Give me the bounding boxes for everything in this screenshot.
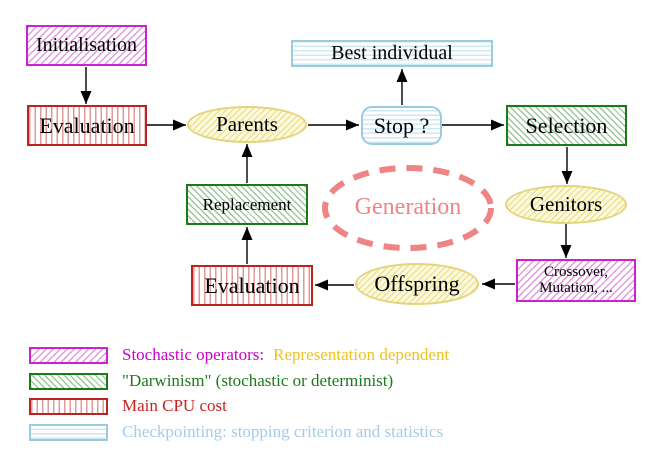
legend-label-cpu-cost: Main CPU cost: [122, 396, 227, 415]
node-selection: Selection: [506, 105, 627, 146]
legend-swatch-red-stripes: [29, 397, 108, 415]
legend-label-darwinism: "Darwinism" (stochastic or determinist): [122, 371, 394, 390]
node-offspring: Offspring: [355, 263, 479, 305]
node-initialisation: Initialisation: [26, 25, 147, 66]
legend-swatch-cyan-stripes: [29, 423, 108, 441]
legend-label-checkpointing: Checkpointing: stopping criterion and st…: [122, 422, 444, 441]
legend-row-cpu-cost: Main CPU cost: [29, 396, 227, 416]
legend-label-stochastic: Stochastic operators:: [122, 345, 265, 364]
node-evaluation-bottom: Evaluation: [191, 265, 313, 306]
node-parents: Parents: [187, 106, 307, 143]
node-evaluation-top: Evaluation: [27, 105, 147, 146]
legend-row-checkpointing: Checkpointing: stopping criterion and st…: [29, 422, 443, 442]
generation-label: Generation: [354, 194, 462, 220]
crossover-line2: Mutation, ...: [539, 279, 613, 296]
node-crossover-mutation: Crossover, Mutation, ...: [516, 259, 636, 302]
legend-swatch-magenta-hatch: [29, 346, 108, 364]
legend-swatch-green-hatch: [29, 372, 108, 390]
node-genitors: Genitors: [505, 185, 627, 224]
legend-row-stochastic: Stochastic operators: Representation dep…: [29, 345, 449, 365]
legend-label-representation: Representation dependent: [273, 345, 450, 364]
node-replacement: Replacement: [186, 184, 308, 225]
crossover-line1: Crossover,: [544, 263, 608, 280]
legend-row-darwinism: "Darwinism" (stochastic or determinist): [29, 371, 393, 391]
node-best-individual: Best individual: [291, 40, 493, 67]
node-stop: Stop ?: [361, 106, 442, 145]
